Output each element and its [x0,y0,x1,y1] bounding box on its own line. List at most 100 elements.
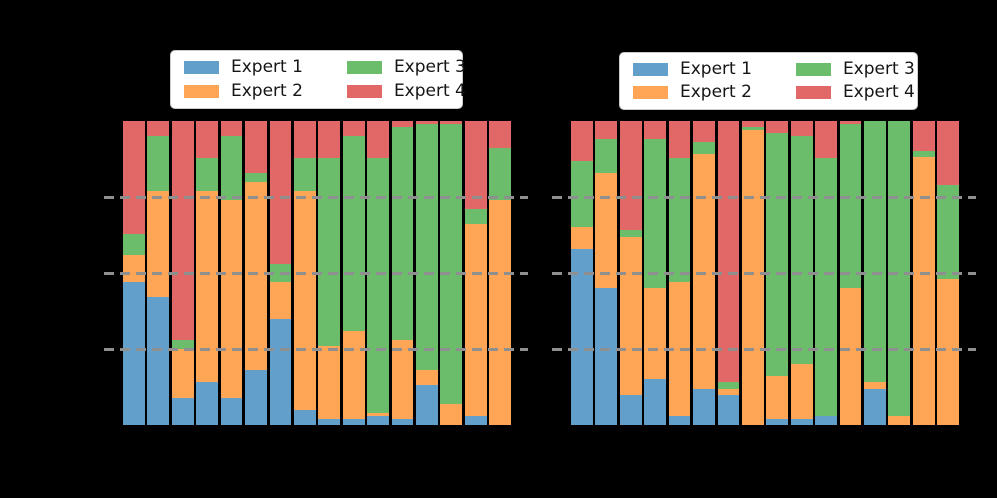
bar-6 [693,121,715,425]
legend-swatch-expert-2-icon [184,84,219,98]
bar-segment-expert-2 [123,254,145,283]
bar-segment-expert-2 [888,415,911,425]
bar-2 [595,121,618,425]
bar-1 [571,121,593,425]
bar-segment-expert-1 [147,297,170,425]
bar-8 [293,121,316,425]
bar-segment-expert-1 [196,382,219,425]
bar-segment-expert-3 [595,139,618,173]
bar-segment-expert-3 [147,136,170,191]
bar-segment-expert-3 [391,127,414,340]
bar-segment-expert-4 [693,121,715,143]
bar-12 [391,121,414,425]
bar-segment-expert-4 [489,121,512,149]
bar-segment-expert-2 [864,382,886,389]
bar-segment-expert-4 [741,121,764,128]
bar-segment-expert-1 [367,415,389,425]
bar-segment-expert-1 [815,415,837,425]
legend-label-expert-3: Expert 3 [842,58,915,79]
bar-segment-expert-3 [864,121,886,383]
bar-segment-expert-1 [220,397,243,425]
bar-segment-expert-2 [717,388,740,395]
bar-8 [741,121,764,425]
bar-segment-expert-3 [489,148,512,201]
bar-segment-expert-3 [342,136,365,331]
bar-segment-expert-4 [839,121,862,125]
bar-segment-expert-4 [717,121,740,383]
legend-swatch-expert-1-icon [184,61,219,75]
bar-segment-expert-1 [864,388,886,425]
bar-segment-expert-2 [912,157,935,425]
legend-label-expert-4: Expert 4 [393,80,466,101]
bar-segment-expert-2 [318,345,341,419]
bar-segment-expert-4 [318,121,341,158]
bar-segment-expert-4 [619,121,642,231]
bar-segment-expert-1 [342,418,365,425]
bar-16 [489,121,512,425]
left-chart-plot-area [104,121,528,425]
bar-segment-expert-1 [644,379,667,425]
bar-13 [864,121,886,425]
bar-segment-expert-4 [147,121,170,137]
bar-segment-expert-3 [644,139,667,289]
bar-segment-expert-3 [293,157,316,191]
bar-segment-expert-4 [171,121,194,340]
bar-segment-expert-3 [888,121,911,416]
left-chart-legend: Expert 1 Expert 3 Expert 2 Expert 4 [170,50,466,109]
bar-segment-expert-1 [717,394,740,425]
bar-14 [888,121,911,425]
bar-segment-expert-4 [245,121,267,173]
bar-11 [815,121,837,425]
legend-swatch-expert-3-icon [346,61,382,75]
bar-segment-expert-2 [269,282,292,319]
bar-segment-expert-1 [269,318,292,425]
bar-segment-expert-3 [839,124,862,289]
right-chart-plot-area [552,121,976,425]
bar-segment-expert-1 [619,394,642,425]
bar-segment-expert-2 [595,172,618,289]
bar-segment-expert-1 [595,288,618,425]
bar-segment-expert-3 [440,124,463,404]
bar-1 [123,121,145,425]
bar-segment-expert-3 [717,382,740,389]
legend-item-expert-2: Expert 2 [633,82,752,103]
bar-segment-expert-2 [293,190,316,410]
bar-segment-expert-2 [245,181,267,371]
bar-segment-expert-2 [839,288,862,425]
bar-segment-expert-2 [644,288,667,380]
bar-segment-expert-3 [464,209,487,225]
bar-segment-expert-3 [790,136,813,365]
legend-swatch-expert-2-icon [633,86,668,100]
bar-segment-expert-4 [196,121,219,158]
bar-segment-expert-3 [123,233,145,255]
bar-4 [196,121,219,425]
bar-segment-expert-2 [440,403,463,425]
bar-segment-expert-3 [196,157,219,191]
gridline-0.75 [104,195,528,199]
bar-9 [766,121,789,425]
bar-segment-expert-1 [766,418,789,425]
bar-segment-expert-4 [342,121,365,137]
bar-segment-expert-1 [571,248,593,425]
bar-segment-expert-3 [619,230,642,237]
legend-item-expert-1: Expert 1 [184,57,303,78]
bar-segment-expert-4 [790,121,813,137]
bar-segment-expert-4 [269,121,292,264]
legend-swatch-expert-4-icon [795,86,831,100]
bar-7 [717,121,740,425]
bar-segment-expert-1 [391,418,414,425]
gridline-0.5 [552,271,976,275]
bar-segment-expert-3 [416,124,438,371]
bar-segment-expert-4 [815,121,837,158]
legend-label-expert-2: Expert 2 [231,80,303,101]
legend-label-expert-4: Expert 4 [842,82,915,102]
legend-swatch-expert-4-icon [346,84,382,98]
bar-segment-expert-1 [668,415,691,425]
bar-segment-expert-4 [912,121,935,152]
bar-segment-expert-3 [693,142,715,155]
bar-segment-expert-4 [367,121,389,158]
bar-13 [416,121,438,425]
legend-label-expert-1: Expert 1 [231,57,303,78]
legend-item-expert-4: Expert 4 [346,80,466,102]
